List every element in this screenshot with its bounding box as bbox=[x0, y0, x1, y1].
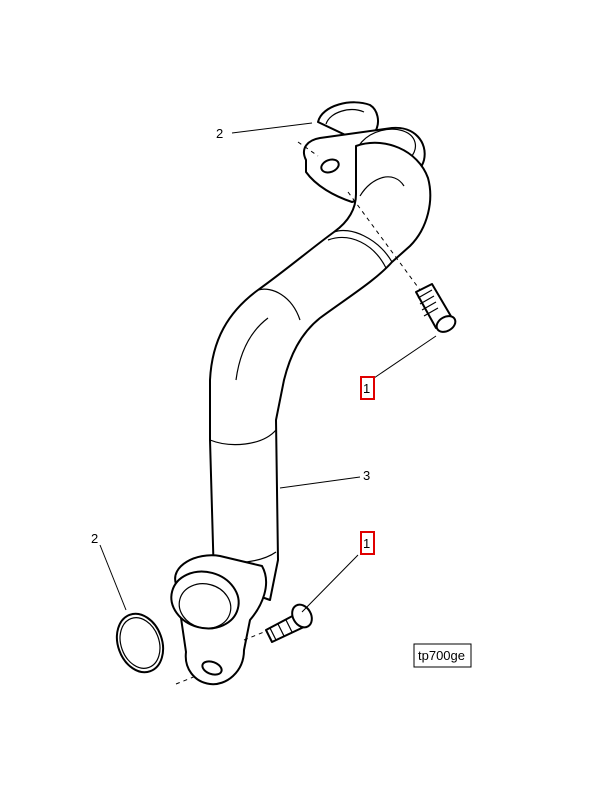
leader-bolt-upper bbox=[373, 335, 437, 379]
flange-lower bbox=[170, 554, 268, 686]
o-ring-upper bbox=[317, 101, 379, 141]
reference-code: tp700ge bbox=[418, 648, 465, 663]
leader-pipe bbox=[279, 476, 361, 489]
callout-oring-upper: 2 bbox=[216, 126, 223, 141]
bolt-lower bbox=[265, 603, 313, 643]
callout-box-bolt-lower bbox=[360, 531, 375, 555]
callout-pipe: 3 bbox=[363, 468, 370, 483]
callout-box-bolt-upper bbox=[360, 376, 375, 400]
leader-oring-upper bbox=[231, 122, 313, 134]
leader-bolt-lower bbox=[301, 554, 359, 613]
assembly-line-lower bbox=[175, 631, 265, 685]
pipe bbox=[209, 141, 432, 601]
callout-oring-lower: 2 bbox=[91, 531, 98, 546]
callout-bolt-upper: 1 bbox=[363, 381, 370, 396]
bolt-upper bbox=[415, 283, 457, 333]
o-ring-lower bbox=[115, 612, 165, 674]
leader-oring-lower bbox=[99, 544, 127, 611]
callout-bolt-lower: 1 bbox=[363, 536, 370, 551]
reference-code-box bbox=[413, 643, 472, 668]
